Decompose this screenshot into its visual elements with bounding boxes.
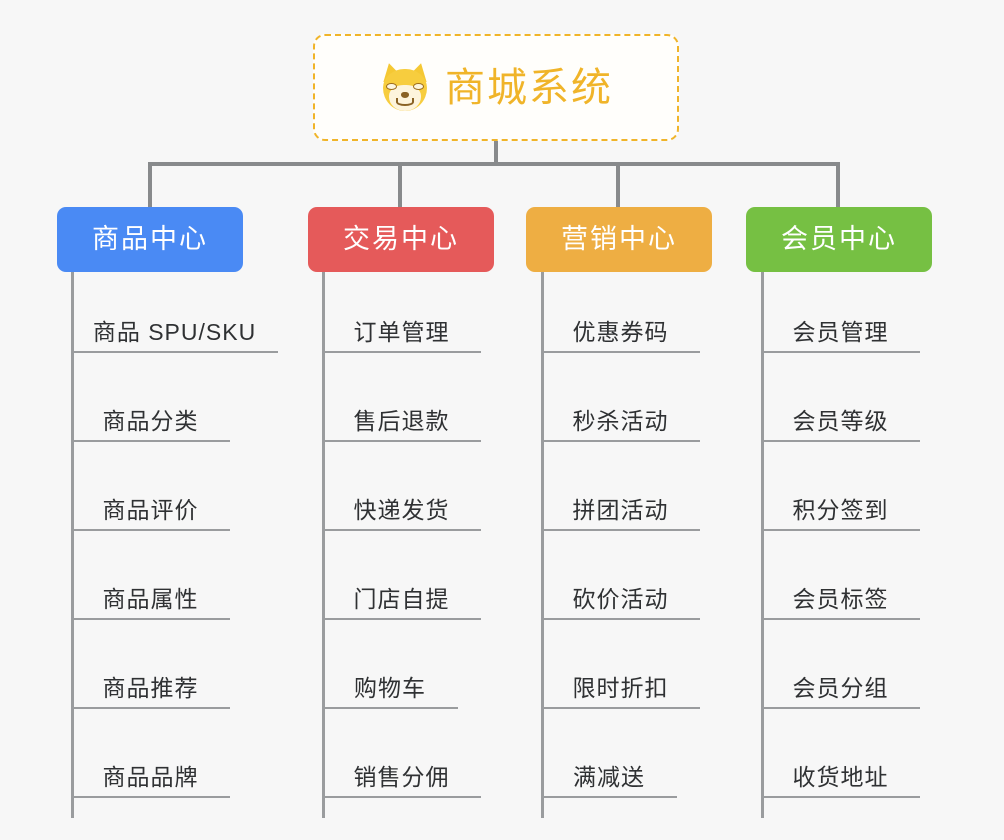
leaf-item[interactable]: 购物车 [322, 669, 458, 709]
leaf-item[interactable]: 会员等级 [761, 402, 920, 442]
branch-label: 商品中心 [92, 224, 208, 254]
leaf-label: 商品评价 [102, 496, 199, 523]
root-stem-line [494, 141, 498, 165]
leaf-label: 会员分组 [792, 674, 889, 701]
leaf-label: 砍价活动 [572, 585, 669, 612]
leaf-label: 商品品牌 [102, 763, 199, 790]
shiba-mouth [396, 97, 414, 106]
branch-trunk-4 [761, 272, 764, 818]
leaf-item[interactable]: 拼团活动 [541, 491, 700, 531]
branch-label: 交易中心 [343, 224, 459, 254]
branch-trunk-1 [71, 272, 74, 818]
leaf-item[interactable]: 积分签到 [761, 491, 920, 531]
leaf-label: 商品推荐 [102, 674, 199, 701]
leaf-label: 售后退款 [353, 407, 450, 434]
leaf-item[interactable]: 快递发货 [322, 491, 481, 531]
leaf-label: 订单管理 [353, 318, 450, 345]
leaf-label: 快递发货 [353, 496, 450, 523]
shiba-dog-icon [379, 60, 431, 113]
branch-header-交易中心[interactable]: 交易中心 [308, 207, 494, 272]
leaf-item[interactable]: 会员标签 [761, 580, 920, 620]
branch-trunk-2 [322, 272, 325, 818]
leaf-label: 优惠券码 [572, 318, 669, 345]
leaf-item[interactable]: 门店自提 [322, 580, 481, 620]
leaf-item[interactable]: 会员管理 [761, 313, 920, 353]
leaf-item[interactable]: 商品属性 [71, 580, 230, 620]
leaf-item[interactable]: 售后退款 [322, 402, 481, 442]
leaf-item[interactable]: 订单管理 [322, 313, 481, 353]
leaf-label: 会员标签 [792, 585, 889, 612]
leaf-item[interactable]: 会员分组 [761, 669, 920, 709]
leaf-label: 限时折扣 [572, 674, 669, 701]
leaf-label: 商品属性 [102, 585, 199, 612]
leaf-label: 积分签到 [792, 496, 889, 523]
leaf-label: 收货地址 [792, 763, 889, 790]
leaf-label: 门店自提 [353, 585, 450, 612]
leaf-label: 会员等级 [792, 407, 889, 434]
leaf-item[interactable]: 商品分类 [71, 402, 230, 442]
leaf-item[interactable]: 满减送 [541, 758, 677, 798]
leaf-item[interactable]: 销售分佣 [322, 758, 481, 798]
leaf-label: 会员管理 [792, 318, 889, 345]
connector-drop-4 [836, 162, 840, 209]
leaf-label: 销售分佣 [353, 763, 450, 790]
leaf-label: 秒杀活动 [572, 407, 669, 434]
leaf-label: 商品 SPU/SKU [92, 318, 257, 345]
leaf-item[interactable]: 限时折扣 [541, 669, 700, 709]
shiba-eye-right [413, 82, 424, 90]
leaf-item[interactable]: 秒杀活动 [541, 402, 700, 442]
leaf-item[interactable]: 商品推荐 [71, 669, 230, 709]
branch-label: 会员中心 [781, 224, 897, 254]
connector-drop-3 [616, 162, 620, 209]
branch-trunk-3 [541, 272, 544, 818]
branch-header-营销中心[interactable]: 营销中心 [526, 207, 712, 272]
leaf-item[interactable]: 优惠券码 [541, 313, 700, 353]
leaf-item[interactable]: 商品 SPU/SKU [71, 313, 278, 353]
leaf-label: 拼团活动 [572, 496, 669, 523]
connector-drop-2 [398, 162, 402, 209]
root-title: 商城系统 [445, 65, 613, 110]
branch-header-会员中心[interactable]: 会员中心 [746, 207, 932, 272]
connector-bus-line [148, 162, 840, 166]
branch-header-商品中心[interactable]: 商品中心 [57, 207, 243, 272]
connector-drop-1 [148, 162, 152, 209]
leaf-item[interactable]: 商品品牌 [71, 758, 230, 798]
shiba-nose [401, 91, 409, 98]
leaf-label: 商品分类 [102, 407, 199, 434]
leaf-label: 购物车 [354, 674, 426, 701]
branch-label: 营销中心 [561, 224, 677, 254]
leaf-label: 满减送 [573, 763, 645, 790]
leaf-item[interactable]: 砍价活动 [541, 580, 700, 620]
root-node[interactable]: 商城系统 [313, 34, 679, 141]
leaf-item[interactable]: 商品评价 [71, 491, 230, 531]
leaf-item[interactable]: 收货地址 [761, 758, 920, 798]
shiba-eye-left [386, 82, 397, 90]
